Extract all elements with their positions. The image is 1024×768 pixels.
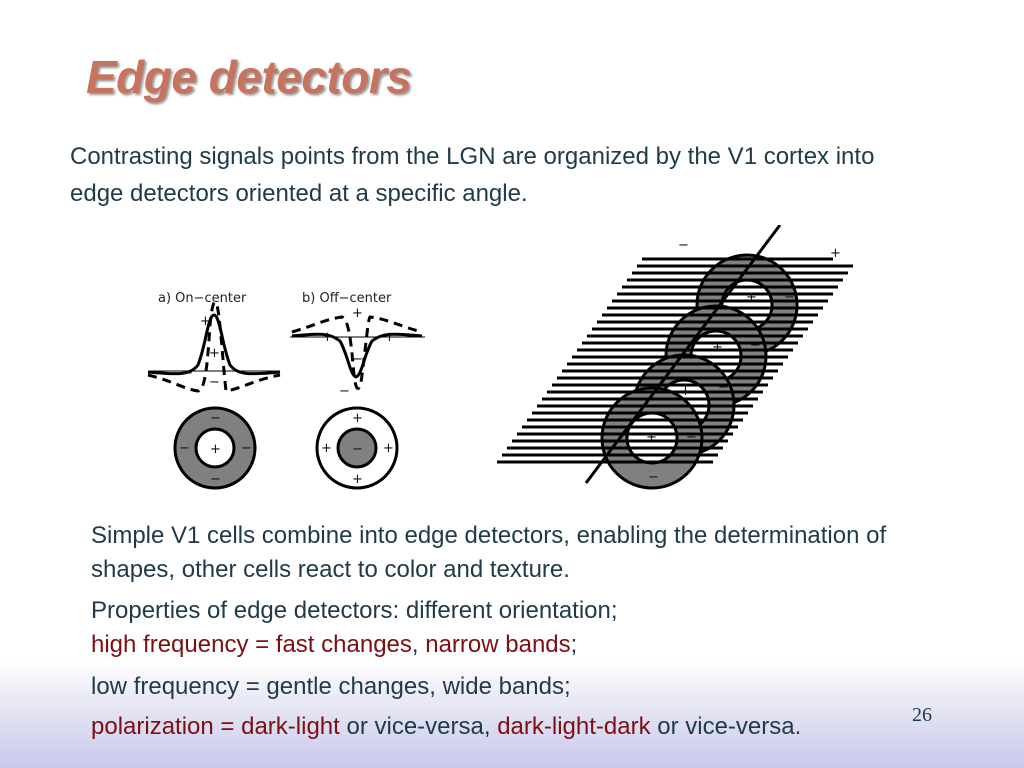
off-center-profile: + + + − − [290, 306, 425, 399]
vice-versa-text-1: or vice-versa, [339, 713, 498, 740]
edge-detector-plus-1: + [746, 290, 757, 305]
paragraph-properties: Properties of edge detectors: different … [91, 594, 971, 662]
oriented-edge-detector: − + + − + − + − + − − [497, 225, 853, 490]
on-center-field-minus-right: − [241, 441, 252, 456]
on-center-profile-minus-left: − [209, 375, 220, 390]
edge-detector-minus-1: − [784, 290, 795, 305]
off-center-profile-minus-bottom: − [339, 384, 350, 399]
on-center-field-minus-bottom: − [210, 472, 221, 487]
edge-detector-minus-3: − [718, 380, 729, 395]
off-center-profile-plus-top: + [352, 306, 363, 321]
on-center-profile-plus: + [209, 346, 220, 361]
edge-detector-plus-4: + [646, 430, 657, 445]
edge-detector-plus-3: + [680, 384, 691, 399]
edge-detector-diagram: a) On−center + + − − − + − − − − b) Off−… [147, 225, 853, 490]
polarization-text: polarization = dark-light [91, 713, 340, 740]
paragraph-polarization: polarization = dark-light or vice-versa,… [91, 710, 971, 744]
on-center-receptive-field: + − − − − [173, 406, 257, 490]
vice-versa-text-2: or vice-versa. [650, 713, 802, 740]
off-center-profile-plus-left: + [322, 330, 333, 345]
edge-detector-plus-2: + [712, 340, 723, 355]
off-center-field-plus-left: + [321, 441, 332, 456]
on-center-field-plus: + [210, 442, 221, 457]
off-center-field-minus: − [352, 442, 363, 457]
edge-detector-minus-bottom: − [648, 470, 659, 485]
on-center-label: a) On−center [158, 291, 247, 306]
on-center-field-minus-left: − [179, 441, 190, 456]
edge-detector-minus-2: − [750, 338, 761, 353]
dark-light-dark-text: dark-light-dark [497, 713, 651, 740]
off-center-field-plus-bottom: + [352, 472, 363, 487]
off-center-field-plus-top: + [352, 411, 363, 426]
page-number: 26 [912, 704, 932, 726]
on-center-profile-plus-top: + [200, 314, 211, 329]
off-center-label: b) Off−center [302, 291, 392, 306]
on-center-profile-minus-mid: − [182, 366, 193, 381]
comma-separator: , [411, 631, 426, 658]
edge-detector-minus-4: − [686, 430, 697, 445]
edge-detector-minus-top: − [678, 238, 689, 253]
off-center-receptive-field: − + + + + [315, 406, 399, 490]
on-center-profile: + + − − − [147, 300, 281, 393]
high-frequency-text: high frequency = fast changes [91, 631, 412, 658]
intro-text: Contrasting signals points from the LGN … [70, 143, 875, 207]
edge-detector-plus-top-right: + [830, 246, 841, 261]
on-center-field-minus-top: − [210, 411, 221, 426]
off-center-field-plus-right: + [383, 441, 394, 456]
paragraph-low-frequency: low frequency = gentle changes, wide ban… [91, 673, 571, 700]
semicolon-separator: ; [570, 631, 578, 658]
on-center-profile-minus-right: − [238, 366, 249, 381]
off-center-profile-minus: − [352, 352, 363, 367]
slide-title: Edge detectors [86, 51, 412, 103]
properties-intro: Properties of edge detectors: different … [91, 597, 618, 624]
off-center-profile-plus-right: + [384, 330, 395, 345]
narrow-bands-text: narrow bands [425, 631, 571, 658]
paragraph-simple-cells: Simple V1 cells combine into edge detect… [91, 522, 887, 583]
